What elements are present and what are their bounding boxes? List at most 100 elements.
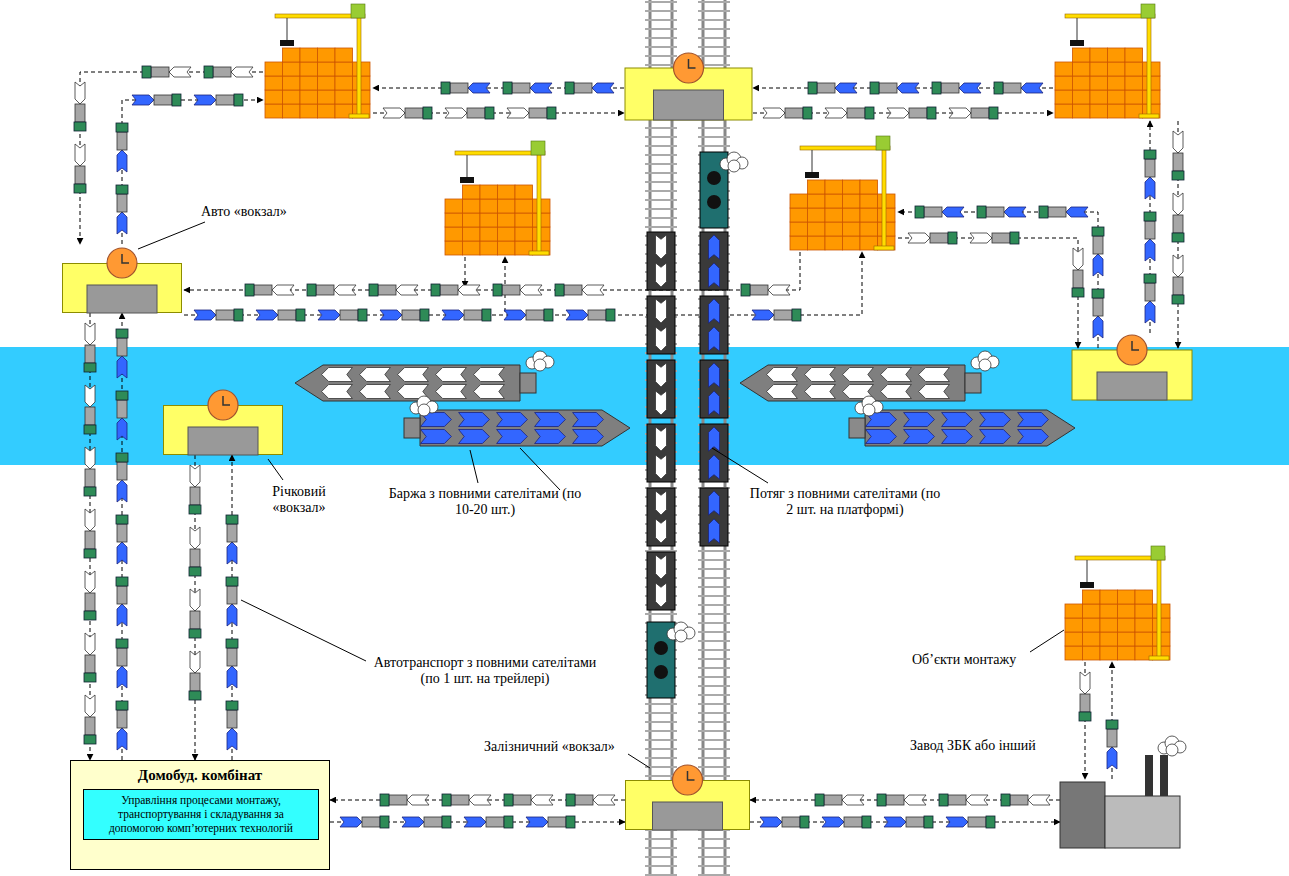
truck-cab xyxy=(1144,212,1156,221)
building-cell xyxy=(515,199,533,213)
rail-car xyxy=(700,424,728,482)
truck xyxy=(189,589,201,638)
building-cell xyxy=(825,208,843,222)
rail-tie xyxy=(645,838,677,840)
rail-tie xyxy=(645,64,677,66)
satellite xyxy=(904,795,926,805)
truck xyxy=(555,284,604,296)
truck xyxy=(939,794,988,806)
rail-tie xyxy=(698,586,730,588)
rail-tie xyxy=(698,748,730,750)
platform xyxy=(700,488,728,546)
rail-tie xyxy=(645,181,677,183)
truck xyxy=(870,82,919,94)
building-cell xyxy=(300,90,318,104)
truck xyxy=(566,794,615,806)
factory-block xyxy=(1060,782,1105,848)
satellite xyxy=(1080,672,1090,694)
satellite xyxy=(843,368,874,382)
truck-cab xyxy=(544,309,553,321)
construction-site xyxy=(445,141,550,255)
station-box: Залізничний «вокзал» xyxy=(625,780,750,830)
building-cell xyxy=(1125,90,1143,104)
trailer xyxy=(227,648,237,666)
truck-cab xyxy=(555,284,564,296)
truck-cab xyxy=(1092,289,1104,298)
truck xyxy=(825,107,874,119)
truck-cab xyxy=(307,284,316,296)
transport-route xyxy=(505,257,506,312)
truck xyxy=(932,82,981,94)
building-cell xyxy=(480,185,498,199)
truck xyxy=(189,651,201,700)
building-cell xyxy=(335,48,353,62)
truck xyxy=(84,695,96,744)
satellite xyxy=(768,285,790,295)
truck-cab xyxy=(420,309,429,321)
crane-cab xyxy=(1151,546,1165,560)
trailer xyxy=(378,285,396,295)
building-cell xyxy=(843,194,861,208)
leader-line xyxy=(138,222,205,249)
satellite xyxy=(497,430,528,444)
satellite xyxy=(85,509,95,531)
trailer xyxy=(85,407,95,425)
barge xyxy=(849,396,1075,446)
satellite xyxy=(866,430,897,444)
satellite xyxy=(322,368,353,382)
trailer xyxy=(213,67,231,77)
satellite xyxy=(573,413,604,427)
satellite xyxy=(1145,177,1155,199)
trailer xyxy=(1173,153,1183,171)
satellite xyxy=(1173,131,1183,153)
building-cell xyxy=(1108,104,1126,118)
truck-cab xyxy=(1072,288,1084,297)
rail-tie xyxy=(698,775,730,777)
building-cell xyxy=(445,227,463,241)
truck-cab xyxy=(226,515,238,524)
rail-tie xyxy=(698,568,730,570)
building-cell xyxy=(300,104,318,118)
satellite xyxy=(436,385,467,399)
building-cell xyxy=(1083,632,1101,646)
trailer xyxy=(451,795,469,805)
satellite xyxy=(256,310,278,320)
truck-cab xyxy=(84,425,96,434)
satellite xyxy=(592,83,614,93)
crane-cab xyxy=(351,4,365,18)
rail-car xyxy=(700,360,728,418)
trailer xyxy=(440,285,458,295)
truck xyxy=(884,816,933,828)
construction-site xyxy=(265,4,370,118)
trailer xyxy=(817,83,835,93)
building-cell xyxy=(1100,618,1118,632)
chimney xyxy=(1145,755,1153,796)
building-cell xyxy=(1100,646,1118,660)
building-cell xyxy=(843,180,861,194)
factory-icon xyxy=(1060,742,1180,848)
building-cell xyxy=(283,48,301,62)
rail-tie xyxy=(698,604,730,606)
satellite xyxy=(360,385,391,399)
building-cell xyxy=(463,199,481,213)
trailer xyxy=(588,310,606,320)
truck xyxy=(887,107,936,119)
satellite xyxy=(1066,207,1088,217)
truck xyxy=(84,571,96,620)
truck xyxy=(189,527,201,576)
trailer xyxy=(1173,277,1183,295)
truck xyxy=(204,66,253,78)
trailer xyxy=(154,95,172,105)
satellite xyxy=(530,83,552,93)
truck xyxy=(256,309,305,321)
rail-tie xyxy=(698,19,730,21)
truck xyxy=(442,309,491,321)
building-cell xyxy=(498,213,516,227)
truck-cab xyxy=(1106,720,1118,729)
truck xyxy=(84,633,96,682)
building-cell xyxy=(825,180,843,194)
satellite xyxy=(190,651,200,673)
rail-tie xyxy=(698,838,730,840)
crane-mast xyxy=(1157,552,1161,658)
satellite xyxy=(656,455,667,479)
